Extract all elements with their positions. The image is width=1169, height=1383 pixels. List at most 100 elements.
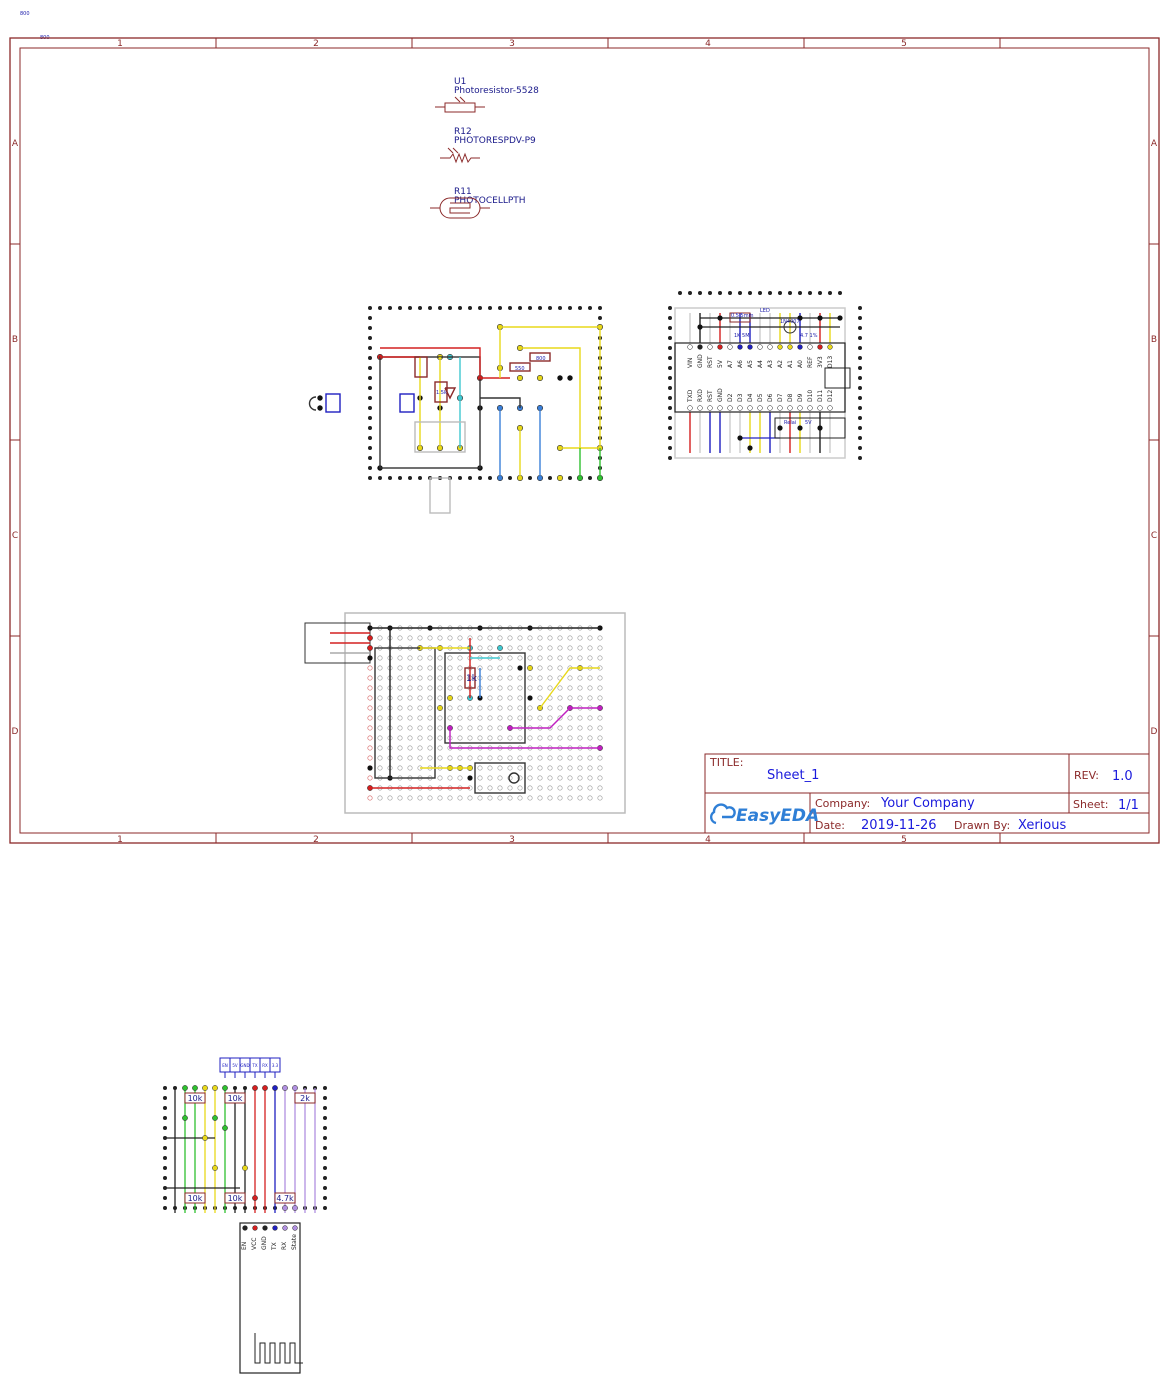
component-value: PHOTOCELLPTH — [454, 196, 526, 206]
pad — [527, 785, 533, 791]
pad — [728, 291, 732, 295]
pad — [477, 645, 483, 651]
pad — [437, 695, 443, 701]
pad — [708, 291, 712, 295]
pad — [507, 645, 513, 651]
pad — [557, 645, 563, 651]
resistor-label: 1k — [466, 674, 478, 684]
pin-pad — [807, 405, 813, 411]
pad — [668, 386, 672, 390]
component-u1[interactable]: U1 Photoresistor-5528 — [435, 77, 539, 113]
pad — [537, 775, 543, 781]
company-label: Company: — [815, 797, 870, 810]
pad — [497, 725, 503, 731]
pad — [577, 695, 583, 701]
pad — [467, 795, 473, 801]
pad — [587, 785, 593, 791]
pad — [497, 735, 503, 741]
column-label: 1 — [117, 39, 123, 49]
pad — [858, 346, 862, 350]
junction — [797, 315, 803, 321]
resistor-label: 10k — [228, 1194, 243, 1203]
pad — [547, 765, 553, 771]
pad — [538, 306, 542, 310]
pad — [527, 735, 533, 741]
pad — [323, 1106, 327, 1110]
pad — [477, 735, 483, 741]
pad — [477, 635, 483, 641]
pad — [457, 795, 463, 801]
pad — [497, 645, 503, 651]
pad — [397, 655, 403, 661]
pad — [488, 306, 492, 310]
pad — [377, 635, 383, 641]
pad — [367, 685, 373, 691]
pad — [407, 685, 413, 691]
pad — [778, 291, 782, 295]
pad — [507, 715, 513, 721]
pad — [367, 655, 373, 661]
pad — [508, 476, 512, 480]
pad — [222, 1085, 228, 1091]
column-label: 2 — [313, 835, 319, 845]
component-r12[interactable]: R12 PHOTORESPDV-P9 — [440, 127, 536, 164]
pad — [587, 675, 593, 681]
pin-pad — [737, 344, 743, 350]
pin-pad — [827, 405, 833, 411]
component-value: PHOTORESPDV-P9 — [454, 136, 536, 146]
pad — [597, 645, 603, 651]
pad — [718, 291, 722, 295]
pad — [202, 1085, 208, 1091]
pad — [397, 675, 403, 681]
pad — [527, 775, 533, 781]
pad — [457, 635, 463, 641]
pad — [567, 795, 573, 801]
pad — [367, 765, 373, 771]
pad — [182, 1115, 188, 1121]
antenna-trace — [254, 1333, 303, 1364]
pin-label: D2 — [727, 393, 734, 402]
pin-pad — [767, 405, 773, 411]
pad — [497, 635, 503, 641]
pad — [517, 655, 523, 661]
pad — [457, 755, 463, 761]
pad — [378, 306, 382, 310]
pad — [437, 725, 443, 731]
pad — [678, 291, 682, 295]
pad — [457, 705, 463, 711]
pad — [537, 795, 543, 801]
corner-label: 800 — [20, 11, 30, 17]
pad — [367, 645, 373, 651]
pad — [397, 685, 403, 691]
title-value: Sheet_1 — [767, 768, 819, 783]
pad — [547, 775, 553, 781]
pad — [528, 306, 532, 310]
part-label: 4.7 1% — [800, 333, 818, 339]
stripboard-1[interactable]: 800 550 1.5k — [308, 306, 603, 514]
part-label: 1K 5M — [734, 333, 750, 339]
pad — [398, 476, 402, 480]
junction — [737, 435, 743, 441]
pad — [388, 476, 392, 480]
pin-pad — [807, 344, 813, 350]
relay-outline — [774, 417, 846, 439]
perfboard-3[interactable]: 1k — [304, 612, 626, 814]
pin-label: GND — [717, 388, 724, 402]
pad — [417, 665, 423, 671]
pad — [497, 695, 503, 701]
drawn-label: Drawn By: — [954, 819, 1010, 832]
pin-pad — [737, 405, 743, 411]
component-r11[interactable]: R11 PHOTOCELLPTH — [430, 187, 526, 219]
pin-label: RXD — [697, 389, 704, 402]
pad — [367, 665, 373, 671]
pad — [477, 755, 483, 761]
pad — [487, 695, 493, 701]
pin-label: A1 — [787, 360, 794, 368]
pad — [427, 695, 433, 701]
hc05-module-outline — [239, 1222, 301, 1374]
pad — [557, 725, 563, 731]
pad — [587, 725, 593, 731]
pad — [367, 725, 373, 731]
